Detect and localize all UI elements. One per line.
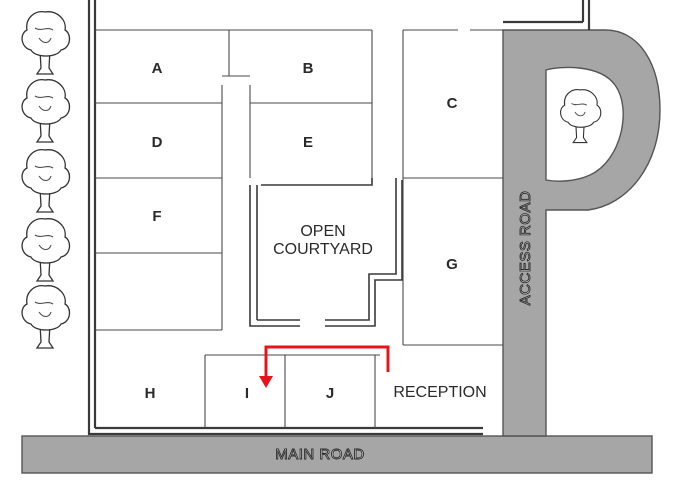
outer-wall-west-south	[87, 0, 483, 436]
courtyard-label-line2: COURTYARD	[273, 241, 373, 258]
room-walls	[95, 29, 503, 428]
tree-icon	[21, 149, 71, 213]
tree-icon	[21, 285, 71, 349]
main-road	[21, 435, 653, 474]
tree-icon	[21, 79, 71, 143]
access-road-label: ACCESS ROAD	[517, 191, 534, 306]
room-label-i: I	[245, 385, 249, 402]
tree-icon	[21, 11, 71, 75]
room-label-e: E	[303, 134, 313, 151]
room-label-b: B	[303, 60, 314, 77]
room-label-c: C	[447, 95, 458, 112]
tree-icon	[21, 218, 71, 282]
route-arrow-icon	[259, 345, 390, 388]
room-label-h: H	[145, 385, 156, 402]
main-road-label: MAIN ROAD	[275, 446, 365, 463]
room-label-g: G	[446, 256, 458, 273]
tree-icon	[559, 89, 602, 144]
room-label-a: A	[152, 60, 163, 77]
room-label-d: D	[152, 134, 163, 151]
room-label-f: F	[152, 208, 161, 225]
room-label-j: J	[326, 385, 334, 402]
tree-row	[21, 11, 71, 349]
room-label-reception: RECEPTION	[393, 384, 486, 401]
courtyard-label-line1: OPEN	[300, 223, 345, 240]
